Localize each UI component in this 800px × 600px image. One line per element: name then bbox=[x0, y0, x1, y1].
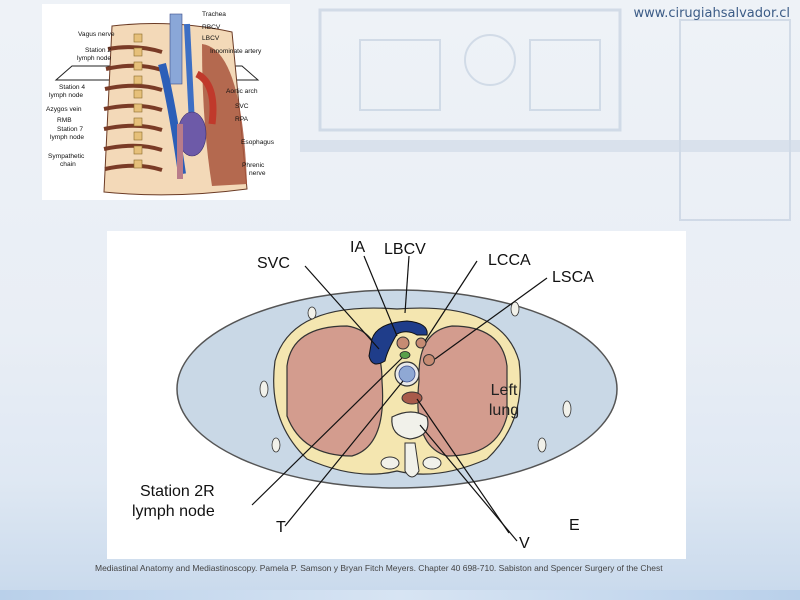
label-lbcv: LBCV bbox=[384, 241, 426, 258]
label-trachea-t: T bbox=[276, 519, 286, 536]
label-svc: SVC bbox=[257, 255, 290, 272]
leader-lines bbox=[251, 255, 548, 542]
label-vertebra-v: V bbox=[519, 535, 530, 552]
site-url-watermark: www.cirugiahsalvador.cl bbox=[633, 6, 790, 21]
station-2r-lymph-node bbox=[399, 351, 411, 359]
axial-cross-section-figure: SVC IA LBCV LCCA LSCA Left lung Station … bbox=[107, 231, 686, 559]
inset-label-rbcv: RBCV bbox=[202, 24, 221, 31]
inset-label-esophagus: Esophagus bbox=[241, 139, 274, 146]
left-lung bbox=[417, 325, 508, 457]
inset-label-station-2: Station 2 bbox=[85, 47, 112, 54]
label-station-2r: Station 2R bbox=[140, 483, 215, 500]
svc-lbcv-vessel bbox=[368, 320, 428, 365]
inset-label-station-4: Station 4 bbox=[59, 84, 86, 91]
inset-label-chain: chain bbox=[60, 161, 76, 168]
inset-label-station-7: Station 7 bbox=[57, 126, 84, 133]
axial-thorax-drawing bbox=[176, 255, 618, 542]
inset-label-sympathetic: Sympathetic bbox=[48, 153, 85, 160]
label-left-lung-line1: Left bbox=[490, 382, 518, 399]
inset-label-trachea: Trachea bbox=[202, 11, 226, 18]
background-building-watermark bbox=[300, 8, 800, 221]
inset-label-phrenic: Phrenic bbox=[242, 162, 265, 169]
inset-label-nerve: nerve bbox=[249, 170, 266, 177]
esophagus bbox=[401, 391, 423, 405]
right-lung bbox=[286, 325, 384, 457]
label-ia: IA bbox=[350, 239, 366, 256]
label-left-lung-line2: lung bbox=[488, 402, 520, 419]
spinous-process bbox=[404, 442, 420, 478]
inset-label-aortic-arch: Aortic arch bbox=[226, 88, 258, 95]
footer-bar bbox=[0, 590, 800, 600]
inset-label-rpa: RPA bbox=[235, 116, 249, 123]
lcca-vessel bbox=[415, 337, 427, 349]
inset-label-lymph-node-2: lymph node bbox=[77, 55, 112, 62]
inset-label-lymph-node-4: lymph node bbox=[49, 92, 84, 99]
label-lcca: LCCA bbox=[488, 252, 531, 269]
inset-label-rmb: RMB bbox=[57, 117, 72, 124]
inset-label-lymph-node-7: lymph node bbox=[50, 134, 85, 141]
inset-label-lbcv: LBCV bbox=[202, 35, 220, 42]
inset-sagittal-illustration: Vagus nerve Station 2 lymph node Station… bbox=[42, 4, 290, 200]
label-lsca: LSCA bbox=[552, 269, 594, 286]
inset-label-azygos-vein: Azygos vein bbox=[46, 106, 82, 113]
source-citation: Mediastinal Anatomy and Mediastinoscopy.… bbox=[95, 563, 663, 573]
inset-label-vagus-nerve: Vagus nerve bbox=[78, 31, 115, 38]
label-esophagus-e: E bbox=[569, 517, 580, 534]
lsca-vessel bbox=[423, 354, 435, 366]
label-lymph-node: lymph node bbox=[132, 503, 215, 520]
thorax-lateral-drawing bbox=[54, 13, 260, 196]
ia-vessel bbox=[396, 336, 410, 350]
inset-label-innominate-artery: Innominate artery bbox=[210, 48, 262, 55]
inset-label-svc: SVC bbox=[235, 103, 249, 110]
